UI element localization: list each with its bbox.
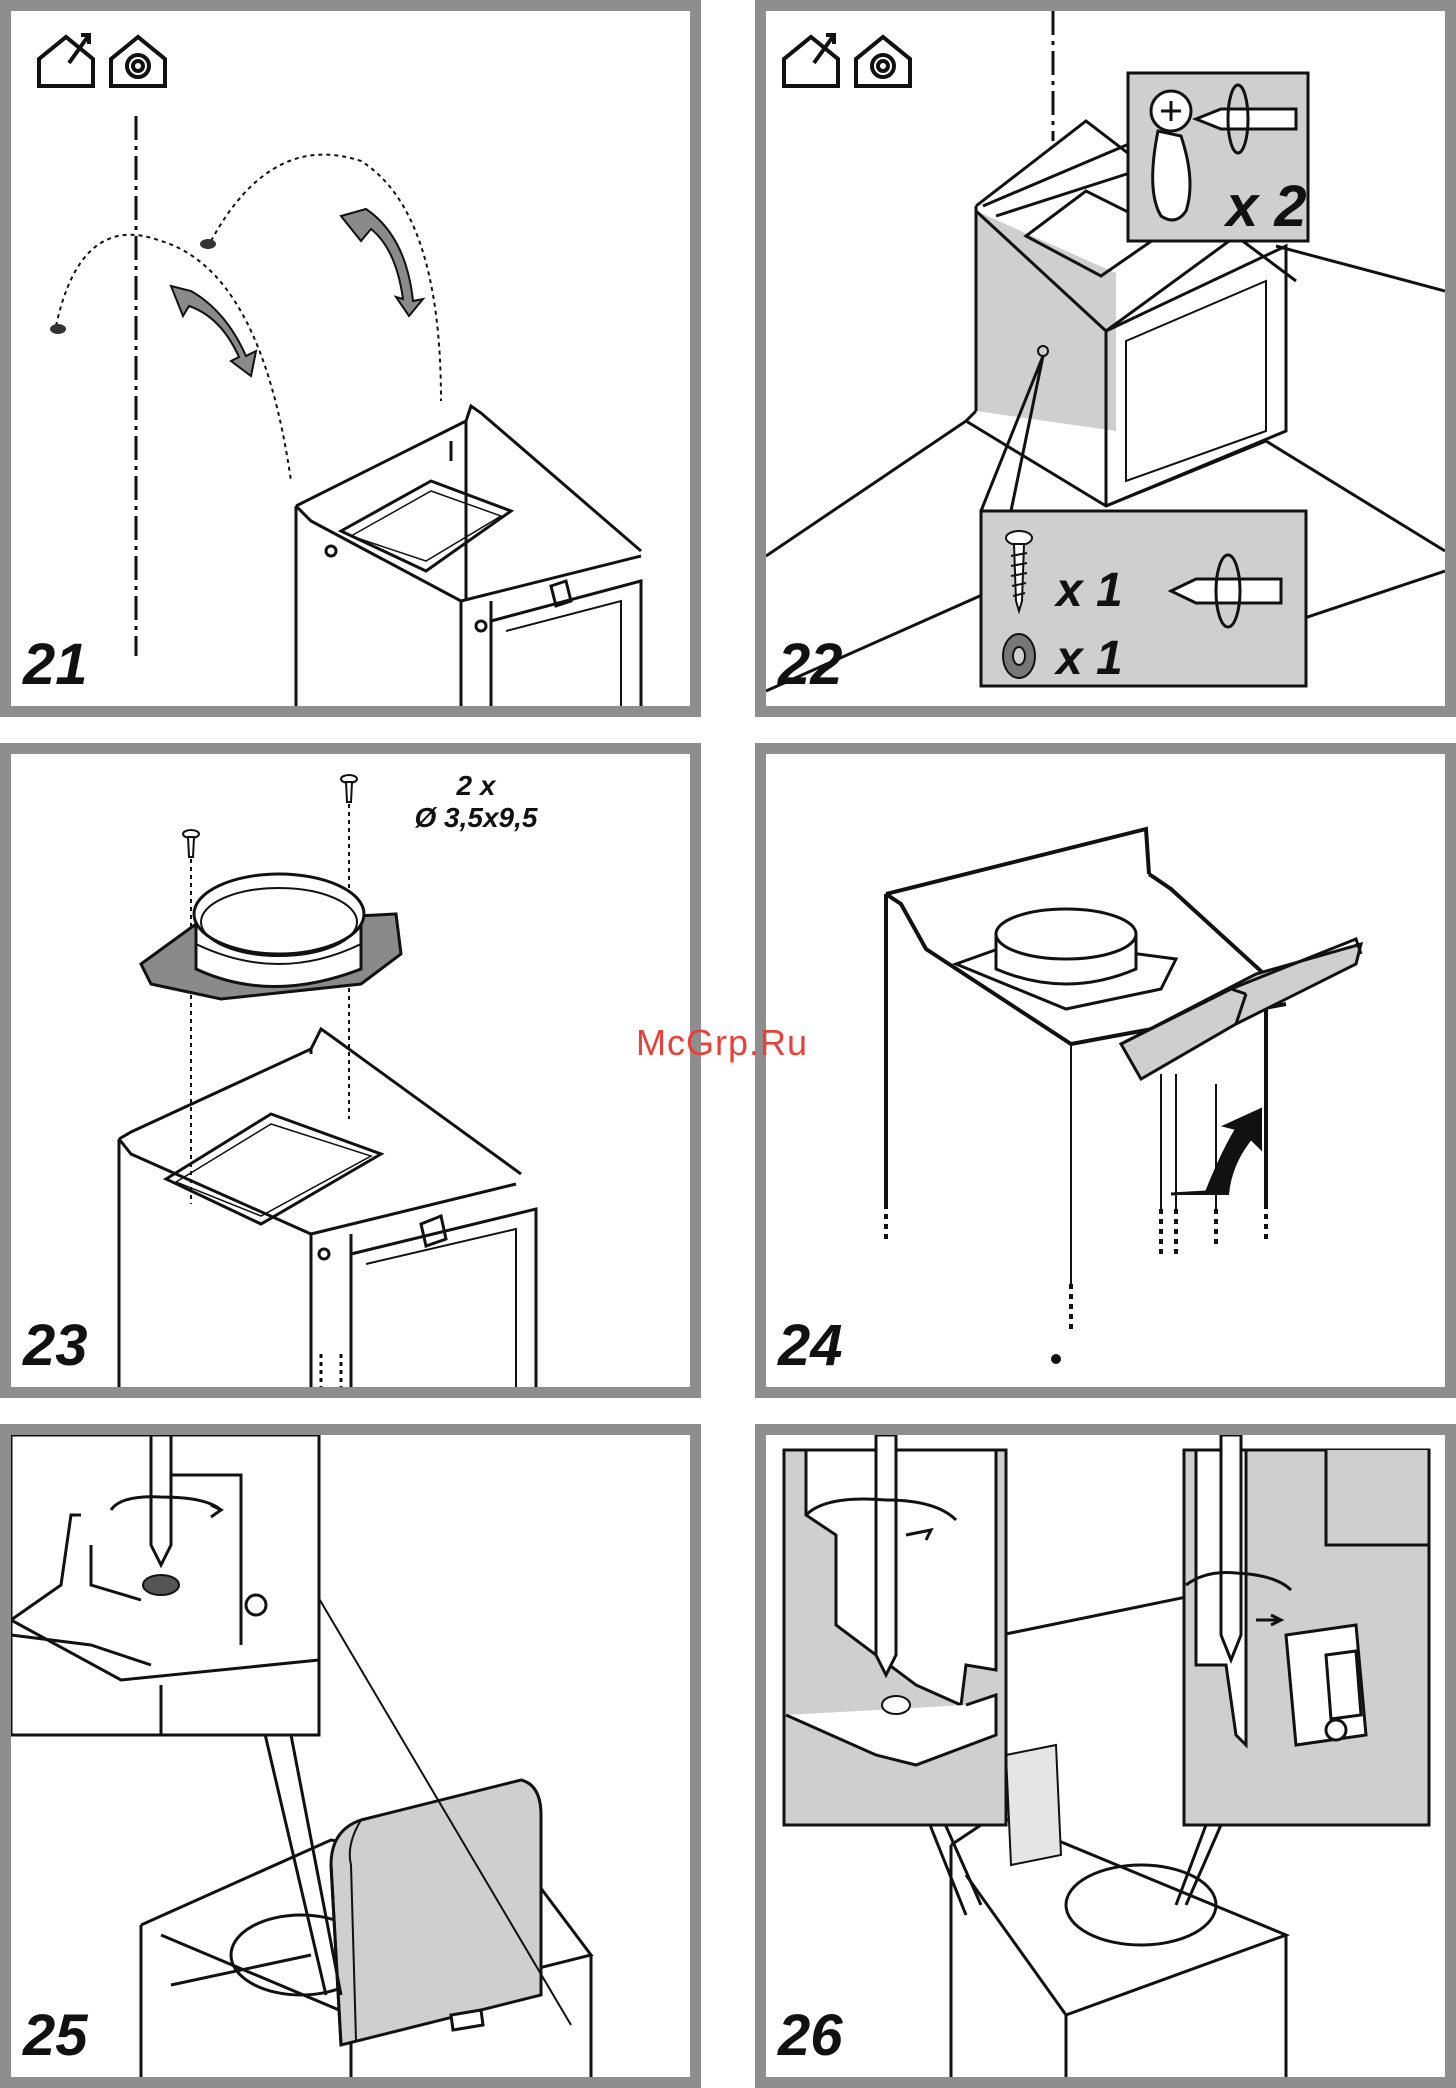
exhaust-mode-icon: [39, 35, 93, 86]
terminal-block-drawing: [1286, 1625, 1366, 1745]
lift-arrow-icon: [1181, 1109, 1261, 1194]
step-number: 21: [23, 636, 88, 694]
lift-arrow-icon: [171, 286, 256, 376]
screw-count-label: x 1: [1053, 564, 1123, 617]
recirculation-mode-icon: [856, 37, 910, 86]
exhaust-mode-icon: [784, 35, 838, 86]
screw-icon: [200, 239, 216, 249]
screw-spec-quantity: 2 x: [391, 770, 561, 802]
capacitor-drawing: [1006, 1745, 1061, 1865]
step-24-panel: 24: [755, 743, 1456, 1398]
watermark-text: McGrp.Ru: [636, 1022, 808, 1064]
screw-icon: [183, 775, 357, 857]
step-26-illustration: [766, 1435, 1445, 2077]
step-26-panel: 26: [755, 1424, 1456, 2088]
washer-count-label: x 1: [1053, 632, 1123, 685]
step-24-illustration: [766, 754, 1445, 1387]
step-21-panel: 21: [0, 0, 701, 717]
chimney-bracket-drawing: [886, 829, 1286, 1284]
step-25-illustration: [11, 1435, 690, 2077]
step-23-panel: 2 x Ø 3,5x9,5 23: [0, 743, 701, 1398]
keyhole-count-label: x 2: [1223, 174, 1307, 239]
chimney-bracket-drawing: [119, 1029, 536, 1387]
outlet-flange-drawing: [141, 874, 401, 999]
step-21-illustration: [11, 11, 690, 706]
outlet-flange-drawing: [956, 909, 1176, 1009]
step-22-illustration: x 2 x 1 x 1: [766, 11, 1445, 706]
step-number: 22: [778, 636, 843, 694]
screw-icon: [882, 1696, 910, 1714]
washer-icon: [1003, 634, 1035, 678]
screw-icon: [143, 1575, 179, 1595]
step-number: 26: [778, 2007, 843, 2065]
step-number: 25: [23, 2007, 88, 2065]
recirculation-mode-icon: [111, 37, 165, 86]
keyhole-screw-icon: [1151, 91, 1191, 220]
screw-icon: [50, 324, 66, 334]
screw-spec-size: Ø 3,5x9,5: [391, 802, 561, 834]
screw-spec-label: 2 x Ø 3,5x9,5: [391, 770, 561, 834]
step-number: 24: [778, 1317, 843, 1375]
lift-arrow-icon: [341, 209, 423, 316]
step-22-panel: x 2 x 1 x 1 22: [755, 0, 1456, 717]
motor-housing-drawing: [331, 1780, 541, 2045]
step-25-panel: 25: [0, 1424, 701, 2088]
step-23-illustration: [11, 754, 690, 1387]
step-number: 23: [23, 1317, 88, 1375]
chimney-bracket-drawing: [296, 406, 641, 706]
